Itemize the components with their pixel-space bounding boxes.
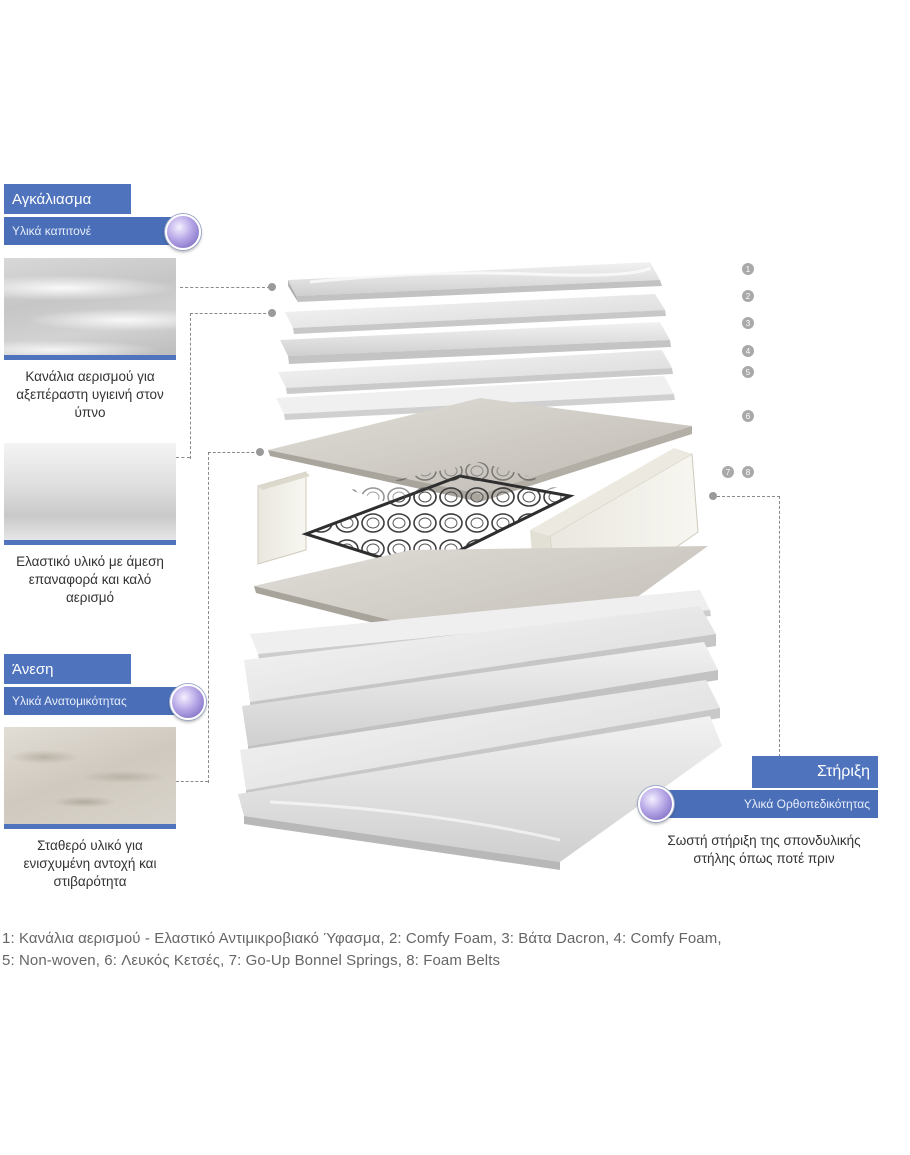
legend-line-1: 1: Κανάλια αερισμού - Ελαστικό Αντιμικρο… [2,930,722,947]
comfort-subtitle-bar: Υλικά Ανατομικότητας [4,687,184,715]
layer-number-5: 5 [742,366,754,378]
layer-number-7: 7 [722,466,734,478]
bottom-fabric [238,716,722,870]
layer-number-4: 4 [742,345,754,357]
leader-line-3 [208,452,259,783]
leader-dot-3 [256,448,264,456]
layer-number-3: 3 [742,317,754,329]
legend-line-2: 5: Non-woven, 6: Λευκός Κετσές, 7: Go-Up… [2,952,501,969]
support-subtitle-bar: Υλικά Ορθοπεδικότητας [648,790,878,818]
leader-dot-4 [709,492,717,500]
leader-line-2 [190,313,271,459]
layer-3-dacron [280,322,671,364]
layer-number-8: 8 [742,466,754,478]
elastic-foam-caption: Ελαστικό υλικό με άμεση επαναφορά και κα… [16,554,164,605]
layer-4-comfy-foam [278,350,673,394]
embrace-subtitle: Υλικά καπιτονέ [12,224,92,238]
leader-line-3b [176,781,208,782]
leader-dot-2 [268,309,276,317]
embrace-title-bar: Αγκάλιασμα [4,184,131,214]
support-caption: Σωστή στήριξη της σπονδυλικής στήλης όπω… [667,833,861,866]
air-channel-fabric-swatch [4,258,176,360]
layer-2-comfy-foam [285,294,666,334]
leader-line-2b [176,457,190,458]
embrace-badge-icon [165,214,201,250]
comfort-title-bar: Άνεση [4,654,131,684]
support-title: Στήριξη [816,763,870,780]
felt-material-swatch [4,727,176,829]
layer-8-foam-belt-left [257,471,310,565]
layer-number-2: 2 [742,290,754,302]
embrace-subtitle-bar: Υλικά καπιτονέ [4,217,184,245]
leader-line-1 [180,287,270,288]
air-channel-caption: Κανάλια αερισμού για αξεπέραστη υγιεινή … [16,369,164,420]
comfort-badge-icon [170,684,206,720]
elastic-foam-swatch [4,443,176,545]
felt-material-caption: Σταθερό υλικό για ενισχυμένη αντοχή και … [23,838,157,889]
layer-number-1: 1 [742,263,754,275]
support-title-bar: Στήριξη [752,756,878,788]
comfort-subtitle: Υλικά Ανατομικότητας [12,694,127,708]
embrace-title: Αγκάλιασμα [12,190,92,208]
layer-1-fabric [288,262,662,302]
support-subtitle: Υλικά Ορθοπεδικότητας [743,797,870,811]
comfort-title: Άνεση [12,660,54,678]
leader-line-4 [717,496,780,757]
leader-dot-1 [268,283,276,291]
support-badge-icon [638,786,674,822]
mattress-layers-diagram [238,262,722,870]
layer-number-6: 6 [742,410,754,422]
